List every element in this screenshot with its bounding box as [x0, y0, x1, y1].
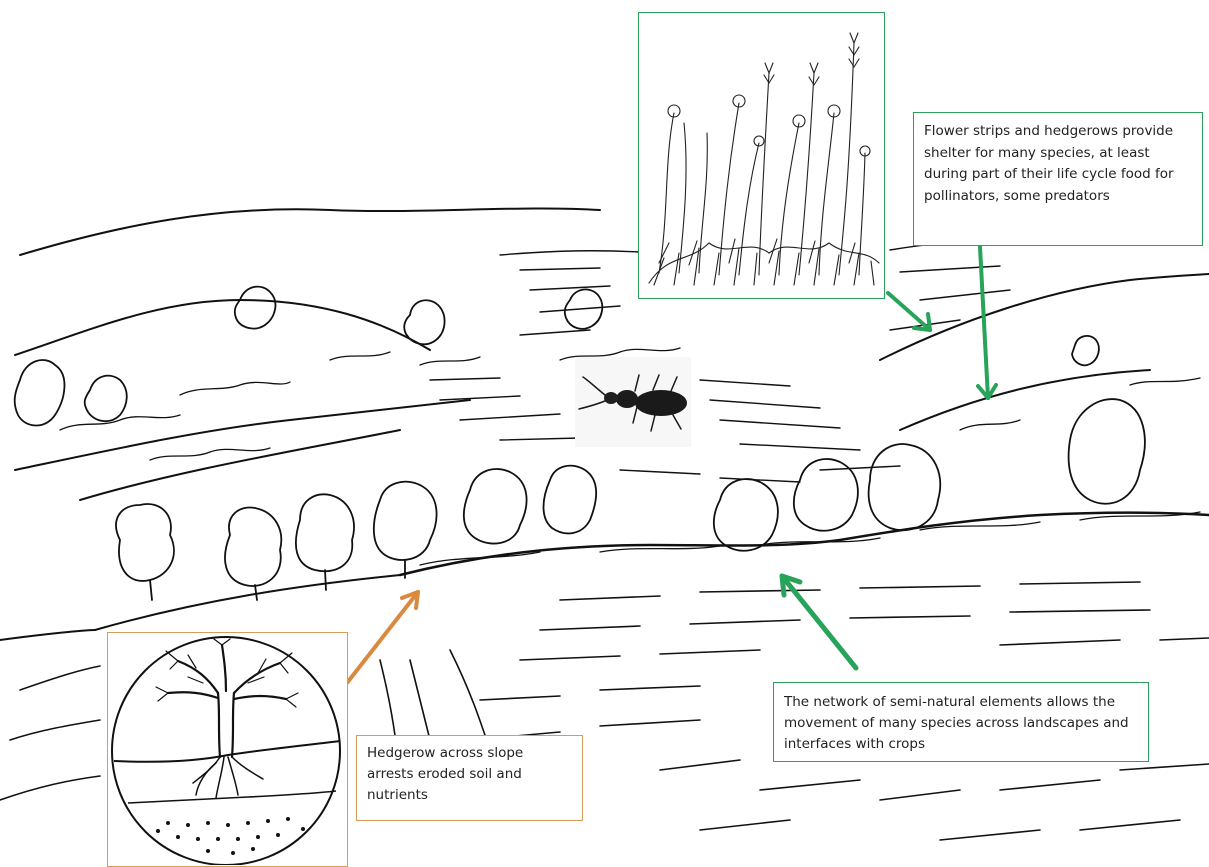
tree-clump [464, 469, 527, 544]
back-hill-left [15, 300, 430, 355]
tree-clump [15, 360, 65, 426]
tree-clump [225, 507, 281, 585]
hedgerow-text: Hedgerow across slope arrests eroded soi… [367, 745, 523, 803]
foreground-slope [95, 575, 400, 630]
beetle-icon [575, 357, 691, 447]
tree-clump [1072, 336, 1099, 365]
lower-field-edge [0, 630, 95, 640]
network-text: The network of semi-natural elements all… [784, 694, 1129, 752]
tree-clump [1069, 399, 1145, 504]
flower-strip-illustration [638, 12, 885, 299]
tree-clump [404, 300, 444, 344]
middle-hill [15, 400, 470, 470]
network-callout: The network of semi-natural elements all… [773, 682, 1149, 762]
flower-strips-text: Flower strips and hedgerows provide shel… [924, 123, 1174, 204]
tree-clump [544, 466, 597, 534]
tree-clump [374, 482, 437, 560]
hedgerow-callout: Hedgerow across slope arrests eroded soi… [356, 735, 583, 821]
right-hill [900, 370, 1150, 430]
tree-clump [714, 479, 778, 551]
tree-clump [235, 287, 276, 329]
field-boundary-left [80, 430, 400, 500]
ground-beetle-photo [575, 357, 691, 447]
flower-strips-callout: Flower strips and hedgerows provide shel… [913, 112, 1203, 246]
tree-root-inset [107, 632, 348, 867]
green-arrow-flower-strip [888, 293, 930, 330]
tree-clump [296, 494, 354, 571]
orange-arrow-hedgerow [336, 592, 418, 697]
horizon-ridge [20, 208, 600, 255]
tree-root-icon [108, 633, 346, 865]
green-arrow-hedgerow-right [978, 247, 996, 398]
tree-clump [869, 444, 941, 530]
tree-clump [116, 504, 174, 581]
tree-clump [85, 376, 127, 421]
flower-strip-icon [639, 13, 883, 297]
